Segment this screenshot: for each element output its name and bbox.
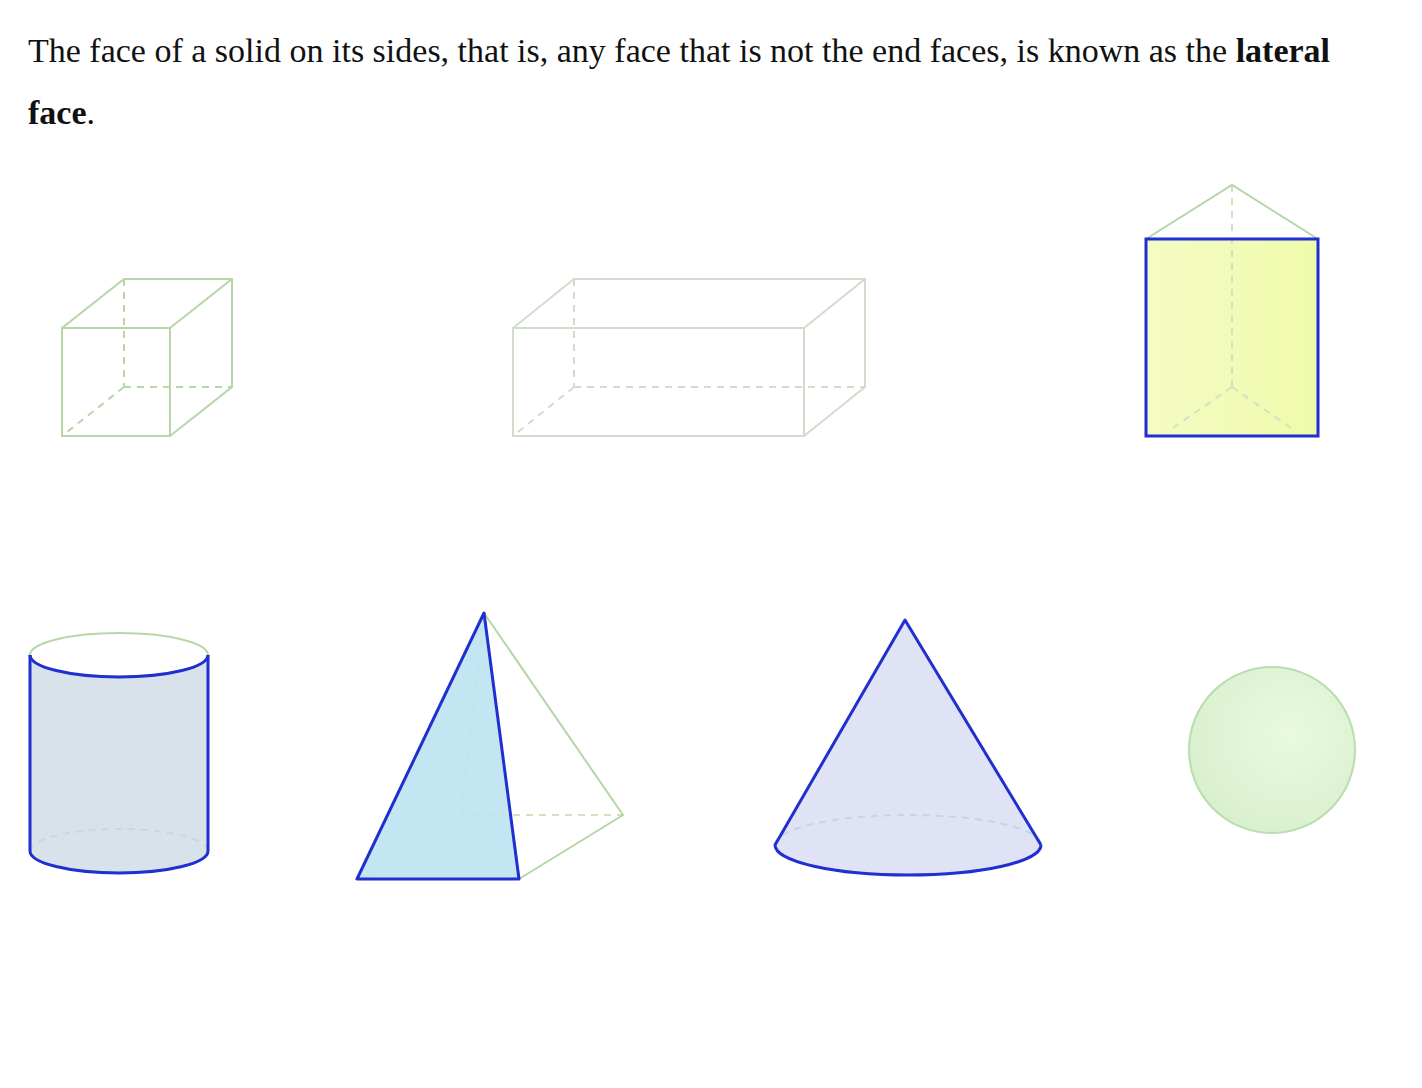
square-pyramid [357,613,623,879]
cuboid [513,279,865,436]
cone [775,620,1041,875]
definition-part: . [87,94,96,131]
cylinder [30,633,208,873]
definition-part: The face of a solid on its sides, that i… [28,32,1227,69]
cube [62,279,232,436]
definition-text: The face of a solid on its sides, that i… [28,20,1368,144]
triangular-prism [1146,185,1318,436]
sphere [1189,667,1355,833]
